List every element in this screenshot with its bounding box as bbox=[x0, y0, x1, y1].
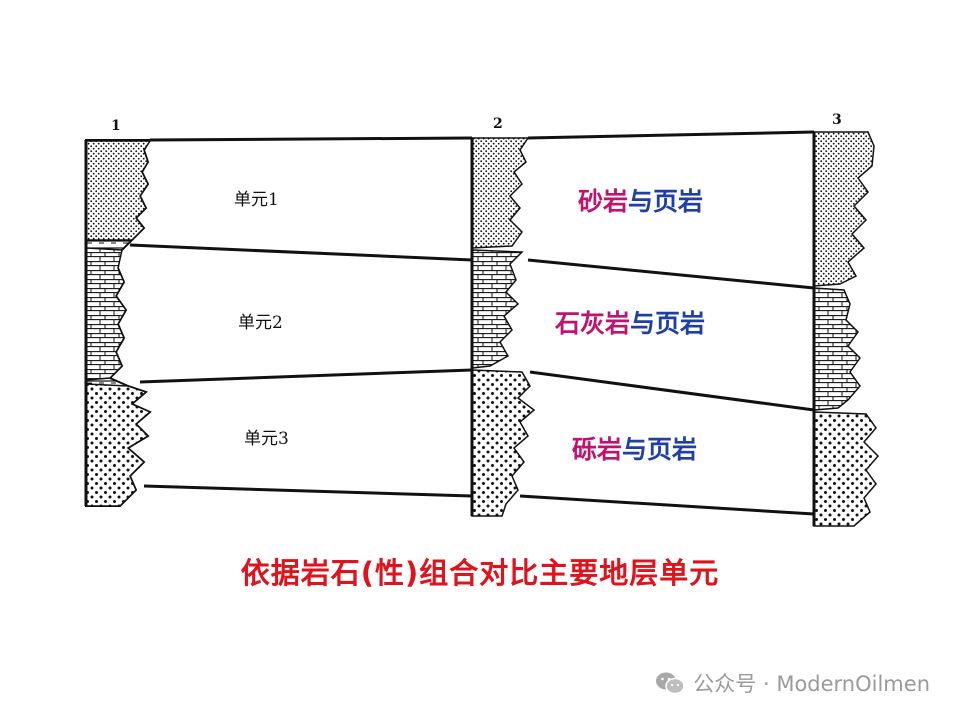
unit-label-3: 单元3 bbox=[244, 429, 289, 449]
correlation-line-2-3-unit2-base bbox=[529, 370, 815, 412]
column-1-conglomerate bbox=[85, 383, 152, 507]
lithology-1-shale: 与页岩 bbox=[628, 187, 703, 216]
correlation-line-1-2-unit2-base bbox=[139, 368, 473, 384]
wechat-icon bbox=[656, 672, 686, 695]
lithology-3-rock: 砾岩 bbox=[572, 435, 622, 464]
column-3-sandstone-top bbox=[813, 131, 875, 287]
column-2-limestone bbox=[471, 249, 524, 369]
lithology-label-3: 砾岩与页岩 bbox=[572, 435, 697, 464]
column-1-number: 1 bbox=[111, 118, 121, 134]
correlation-line-2-3-unit3-base bbox=[519, 494, 815, 516]
correlation-line-1-2-unit3-base bbox=[143, 484, 473, 498]
watermark: 公众号 · ModernOilmen bbox=[655, 668, 930, 698]
column-1: 1 bbox=[84, 118, 152, 507]
watermark-text: 公众号 · ModernOilmen bbox=[693, 672, 930, 696]
unit-label-1: 单元1 bbox=[234, 190, 279, 210]
diagram-caption: 依据岩石(性)组合对比主要地层单元 bbox=[240, 556, 720, 590]
correlation-line-1-2-unit1-base bbox=[129, 243, 473, 262]
correlation-line-2-3-unit1-base bbox=[527, 258, 815, 290]
lithology-label-1: 砂岩与页岩 bbox=[578, 187, 703, 216]
column-3-conglomerate bbox=[813, 411, 880, 527]
correlation-line-top-1-2 bbox=[149, 136, 473, 142]
unit-label-2: 单元2 bbox=[238, 313, 283, 333]
lithology-label-2: 石灰岩与页岩 bbox=[554, 309, 705, 338]
column-2: 2 bbox=[470, 116, 536, 517]
column-1-limestone bbox=[85, 247, 127, 381]
lithology-1-rock: 砂岩 bbox=[578, 187, 628, 216]
lithology-3-shale: 与页岩 bbox=[622, 435, 697, 464]
column-2-conglomerate bbox=[471, 369, 536, 517]
lithology-2-rock: 石灰岩 bbox=[554, 309, 630, 338]
column-1-sandstone-top bbox=[85, 140, 152, 241]
column-3-limestone bbox=[813, 287, 861, 411]
lithology-2-shale: 与页岩 bbox=[630, 309, 705, 338]
correlation-line-top-2-3 bbox=[527, 130, 815, 140]
column-2-sandstone-top bbox=[471, 137, 530, 249]
column-3-number: 3 bbox=[832, 112, 842, 128]
column-3: 3 bbox=[812, 112, 880, 527]
correlation-lines bbox=[129, 130, 815, 516]
column-2-number: 2 bbox=[493, 116, 503, 132]
